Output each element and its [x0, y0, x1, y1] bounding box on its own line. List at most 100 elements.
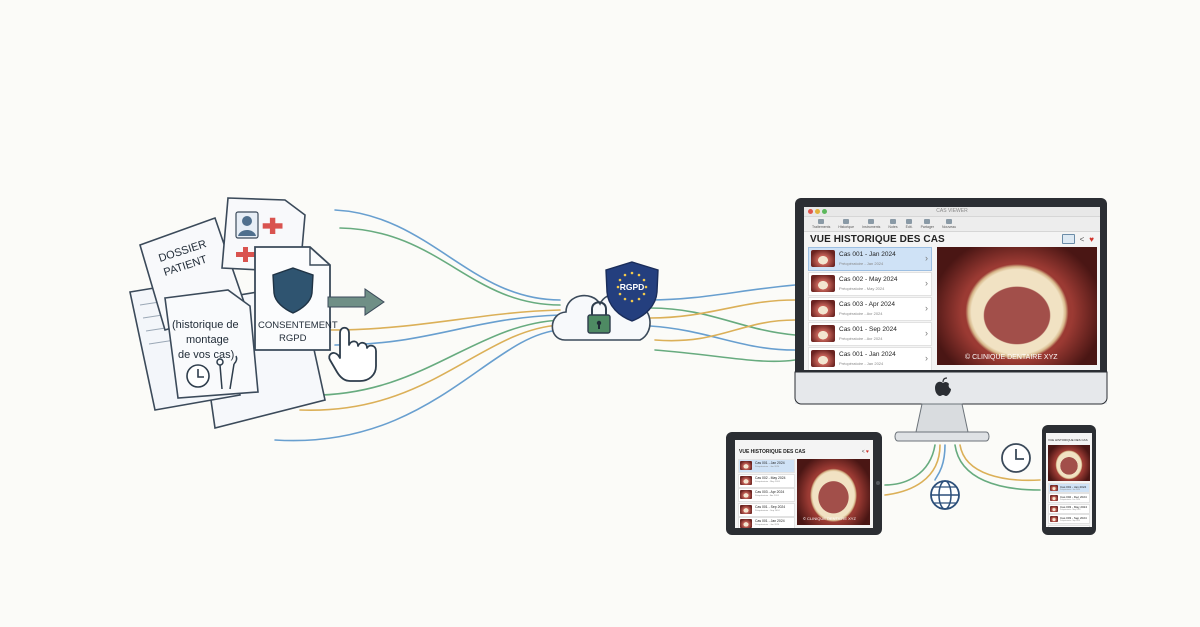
chevron-right-icon: › — [925, 303, 928, 313]
history-line2: montage — [186, 334, 229, 346]
patient-documents: DOSSIER PATIENT (historique de montage d… — [129, 197, 385, 429]
connection-lines-right — [649, 284, 796, 363]
dental-tool-icon — [216, 355, 238, 390]
case-subtitle: Préopératoire - Avr 2024 — [839, 311, 883, 316]
toolbar-icon — [946, 219, 953, 224]
case-title: Cas 001 - Jan 2024 — [755, 461, 785, 465]
gallery-icon[interactable] — [1061, 234, 1075, 244]
toolbar-label: Traitements — [812, 225, 831, 229]
toolbar-button[interactable]: Instruments — [862, 219, 880, 229]
shield-icon — [272, 267, 314, 314]
eu-stars-icon — [616, 271, 648, 303]
header-actions: < ♥ — [1061, 234, 1094, 244]
phone-dental-photo — [1048, 445, 1090, 481]
case-subtitle: Préopératoire - May 2024 — [755, 480, 780, 483]
case-subtitle: Préopératoire - Avr 2024 — [839, 336, 883, 341]
rgpd-shield-badge: RGPD — [605, 261, 659, 322]
rgpd-badge-label: RGPD — [620, 282, 645, 292]
maximize-window-button[interactable] — [822, 209, 827, 214]
case-thumbnail — [1050, 516, 1058, 523]
toolbar-button[interactable]: Traitements — [812, 219, 830, 229]
phone-page-title: VUE HISTORIQUE DES CAS — [1048, 438, 1088, 442]
consent-line1: CONSENTEMENT — [258, 320, 338, 331]
case-subtitle: Préopératoire - Sep 2024 — [1060, 519, 1081, 522]
case-thumbnail — [740, 475, 752, 485]
case-title: Cas 003 - May 2024 — [1060, 505, 1088, 510]
tablet-app-screen: VUE HISTORIQUE DES CAS < ♥ Cas 001 - Jan… — [735, 440, 873, 528]
toolbar-icon — [924, 219, 931, 224]
case-thumbnail — [1050, 495, 1058, 502]
window-name: CAS VIEWER — [936, 208, 968, 214]
globe-icon — [930, 480, 960, 510]
case-thumbnail — [740, 504, 752, 514]
minimize-window-button[interactable] — [815, 209, 820, 214]
padlock-icon — [587, 301, 611, 334]
tablet-header-actions: < ♥ — [862, 449, 869, 455]
connection-lines-left — [274, 209, 561, 442]
history-line1: (historique de — [172, 319, 239, 331]
case-thumbnail — [740, 519, 752, 528]
toolbar-button[interactable]: Historique — [838, 219, 854, 229]
desktop-app-window: CAS VIEWER Traitements Historique Instrume… — [804, 207, 1100, 370]
case-subtitle: Préopératoire - Jan 2024 — [839, 261, 884, 266]
tablet-page-title: VUE HISTORIQUE DES CAS — [739, 449, 806, 455]
secure-cloud: RGPD — [551, 261, 659, 341]
case-thumbnail — [811, 275, 835, 292]
case-thumbnail — [740, 461, 752, 470]
dental-photo: © CLINIQUE DENTAIRE XYZ — [937, 247, 1097, 365]
close-window-button[interactable] — [808, 209, 813, 214]
consent-sheet: CONSENTEMENT RGPD — [254, 246, 338, 351]
case-title: Cas 001 - Jan 2024 — [839, 251, 896, 258]
heart-icon[interactable]: ♥ — [1089, 234, 1094, 244]
clock-icon — [186, 364, 210, 388]
case-thumbnail — [811, 250, 835, 267]
chevron-right-icon: › — [925, 353, 928, 363]
case-subtitle: Préopératoire - Jan 2024 — [1060, 488, 1080, 491]
toolbar-label: Édit. — [905, 225, 913, 229]
history-line3: de vos cas) — [178, 349, 234, 361]
case-subtitle: Préopératoire - May 2024 — [839, 286, 885, 291]
case-title: Cas 002 - May 2024 — [755, 475, 786, 480]
case-title: Cas 003 - Apr 2024 — [755, 490, 785, 495]
photo-caption: © CLINIQUE DENTAIRE XYZ — [965, 354, 1058, 361]
share-icon[interactable]: < — [1079, 234, 1085, 244]
toolbar-button[interactable]: Partager — [921, 219, 934, 229]
toolbar-button[interactable]: Notes — [888, 219, 898, 229]
toolbar-button[interactable]: Édit. — [906, 219, 913, 229]
case-subtitle: Préopératoire - Sep 2024 — [755, 509, 780, 512]
toolbar-button[interactable]: Nouveau — [942, 219, 956, 229]
case-thumbnail — [811, 350, 835, 367]
case-title: Cas 003 - Sep 2024 — [1060, 515, 1087, 520]
toolbar-icon — [868, 219, 875, 224]
toolbar-label: Notes — [888, 225, 898, 229]
consent-line2: RGPD — [279, 333, 307, 344]
case-subtitle: Préopératoire - Jan 2024 — [839, 361, 884, 366]
toolbar-icon — [906, 219, 913, 224]
heart-icon[interactable]: ♥ — [866, 449, 869, 455]
case-thumbnail — [811, 300, 835, 317]
toolbar-icon — [843, 219, 850, 224]
share-icon[interactable]: < — [861, 449, 865, 455]
case-title: Cas 002 - May 2024 — [839, 276, 898, 283]
toolbar-label: Historique — [838, 225, 855, 229]
case-title: Cas 002 - Dec 2024 — [1060, 494, 1087, 499]
